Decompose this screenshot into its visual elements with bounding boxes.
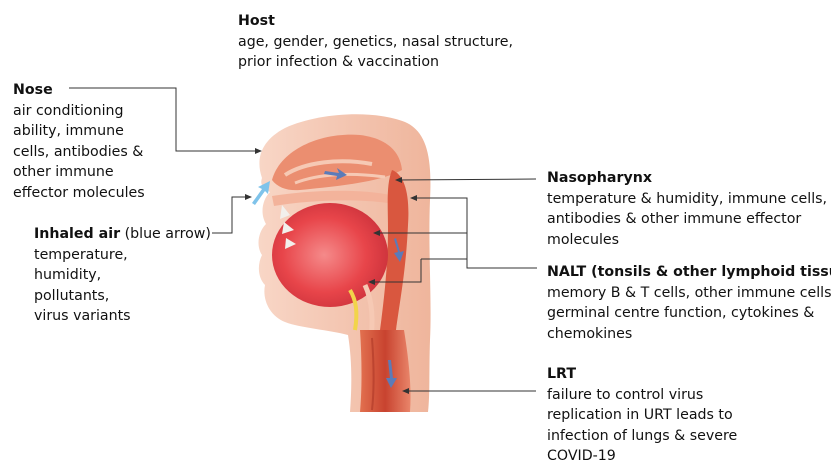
host-line: age, gender, genetics, nasal structure,	[238, 32, 513, 53]
nose-title: Nose	[13, 80, 145, 101]
nose-arrowhead	[255, 148, 262, 154]
inhaled-air-title-suffix: (blue arrow)	[120, 226, 211, 242]
nalt-arrowhead-2	[373, 230, 380, 236]
inhaled-air-line: virus variants	[34, 306, 211, 327]
nalt-line: germinal centre function, cytokines &	[547, 303, 831, 324]
inhaled-air-arrowhead	[245, 194, 252, 200]
inhaled-air-title: Inhaled air	[34, 226, 120, 242]
nalt-line: chemokines	[547, 324, 831, 345]
inhaled-air-leader	[212, 197, 250, 233]
nalt-line: memory B & T cells, other immune cells,	[547, 283, 831, 304]
lrt-label: LRT failure to control virus replication…	[547, 364, 737, 467]
nalt-leader-3	[370, 259, 421, 282]
nasopharynx-line: temperature & humidity, immune cells,	[547, 189, 827, 210]
lrt-line: infection of lungs & severe	[547, 426, 737, 447]
lrt-title: LRT	[547, 364, 737, 385]
nose-line: cells, antibodies &	[13, 142, 145, 163]
nasopharynx-leader	[397, 179, 536, 180]
nose-line: other immune	[13, 162, 145, 183]
nose-label: Nose air conditioning ability, immune ce…	[13, 80, 145, 203]
lrt-line: replication in URT leads to	[547, 405, 737, 426]
inhaled-air-line: temperature,	[34, 245, 211, 266]
inhaled-air-label: Inhaled air (blue arrow) temperature, hu…	[34, 224, 211, 327]
lrt-arrowhead	[402, 388, 409, 394]
nalt-label: NALT (tonsils & other lymphoid tissue) m…	[547, 262, 831, 344]
nasopharynx-line: molecules	[547, 230, 827, 251]
nalt-arrowhead-1	[410, 195, 417, 201]
nose-line: ability, immune	[13, 121, 145, 142]
nalt-arrowhead-3	[368, 279, 375, 285]
nasopharynx-title: Nasopharynx	[547, 168, 827, 189]
host-label: Host age, gender, genetics, nasal struct…	[238, 11, 513, 73]
inhaled-air-line: pollutants,	[34, 286, 211, 307]
nose-line: effector molecules	[13, 183, 145, 204]
nasopharynx-line: antibodies & other immune effector	[547, 209, 827, 230]
lrt-line: COVID-19	[547, 446, 737, 467]
nasopharynx-label: Nasopharynx temperature & humidity, immu…	[547, 168, 827, 250]
host-line: prior infection & vaccination	[238, 52, 513, 73]
nasopharynx-arrowhead	[395, 177, 402, 183]
nalt-title: NALT (tonsils & other lymphoid tissue)	[547, 262, 831, 283]
inhaled-air-line: humidity,	[34, 265, 211, 286]
lrt-line: failure to control virus	[547, 385, 737, 406]
host-title: Host	[238, 11, 513, 32]
nose-line: air conditioning	[13, 101, 145, 122]
